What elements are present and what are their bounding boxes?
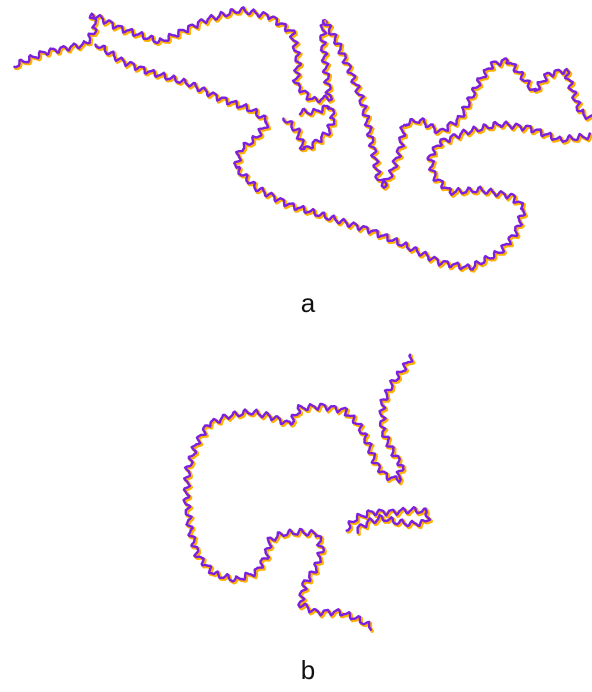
figure-a-curve-4 xyxy=(403,57,592,136)
figure-b-curve-2-outer-stroke xyxy=(290,354,416,486)
panel-label-a: a xyxy=(300,288,316,318)
figure-b-curve-1-inner-stroke xyxy=(182,408,372,631)
figure-a-curve-2-outer-stroke xyxy=(95,44,592,273)
figure-a-curve-3 xyxy=(321,19,410,191)
figure-b-curve-1-outer-stroke xyxy=(183,409,374,633)
figure-a-curve-5-inner-stroke xyxy=(282,104,336,151)
figure-b-curve-3 xyxy=(345,506,433,536)
figure-b-curve-2 xyxy=(289,353,416,486)
figure-a-curve-4-inner-stroke xyxy=(403,57,592,135)
figure-a-curves xyxy=(13,6,592,273)
figure-a-curve-2 xyxy=(94,43,592,273)
figure-a-curve-3-inner-stroke xyxy=(321,19,408,189)
figure-a-curve-1 xyxy=(13,6,335,106)
figure-b-curve-2-inner-stroke xyxy=(289,353,414,484)
figure-a-curve-1-inner-stroke xyxy=(13,6,333,104)
figure-b-curves xyxy=(182,353,433,633)
panel-label-b: b xyxy=(300,655,316,685)
figure-b-curve-1 xyxy=(182,408,374,633)
figure-a-curve-5 xyxy=(282,104,338,153)
figure-b-curve-3-inner-stroke xyxy=(345,506,432,534)
figure-a-curve-2-inner-stroke xyxy=(94,43,591,271)
